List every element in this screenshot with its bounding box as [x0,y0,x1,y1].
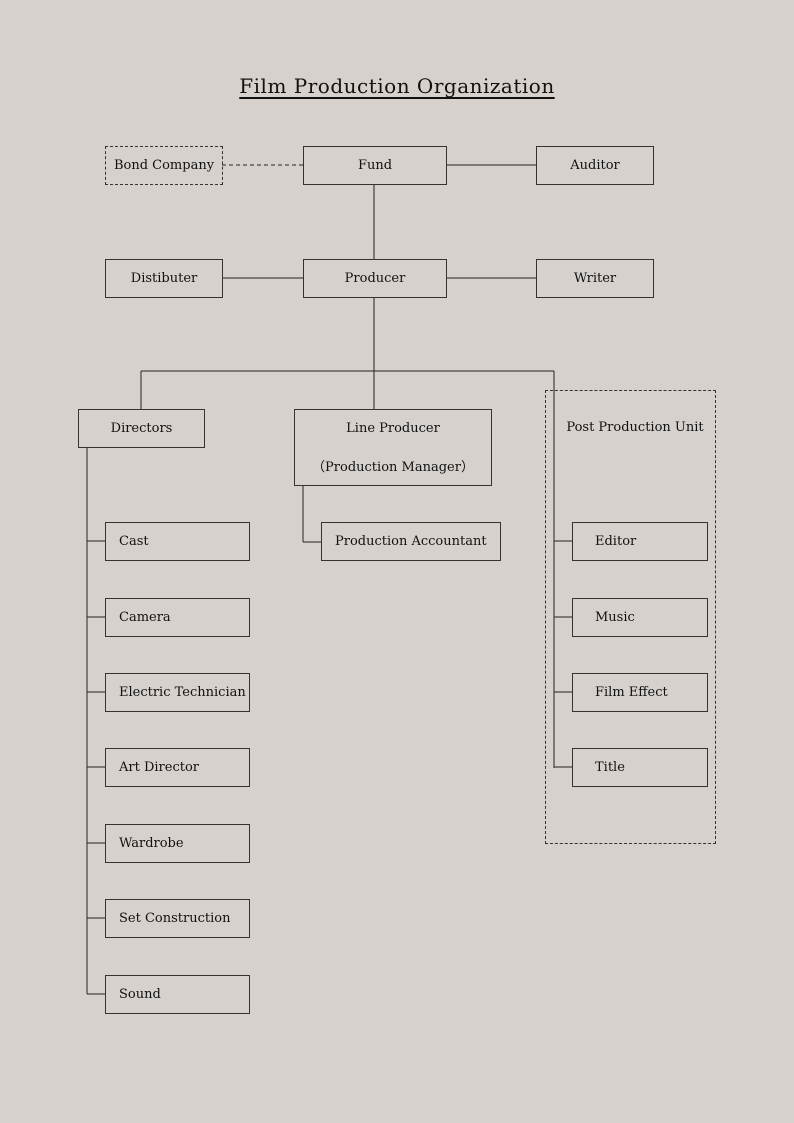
chart-title: Film Production Organization [239,74,555,98]
post-unit-label: Film Effect [595,685,668,700]
fund-box: Fund [303,146,447,185]
director-unit-electric-technician: Electric Technician [105,673,250,712]
line-producer-box: Line Producer （Production Manager） [294,409,492,486]
writer-box: Writer [536,259,654,298]
post-unit-film-effect: Film Effect [572,673,708,712]
distibuter-box: Distibuter [105,259,223,298]
director-unit-set-construction: Set Construction [105,899,250,938]
post-unit-label: Title [595,760,625,775]
director-unit-label: Art Director [119,760,199,775]
writer-label: Writer [573,271,617,286]
post-unit-music: Music [572,598,708,637]
director-unit-label: Wardrobe [119,836,184,851]
producer-box: Producer [303,259,447,298]
bond-company-box: Bond Company [105,146,223,185]
director-unit-label: Electric Technician [119,685,246,700]
director-unit-wardrobe: Wardrobe [105,824,250,863]
director-unit-label: Sound [119,987,161,1002]
director-unit-sound: Sound [105,975,250,1014]
director-unit-camera: Camera [105,598,250,637]
producer-label: Producer [344,271,406,286]
production-accountant-box: Production Accountant [321,522,501,561]
fund-label: Fund [357,158,393,173]
post-production-unit-label: Post Production Unit [566,420,704,435]
post-unit-label: Editor [595,534,637,549]
post-unit-label: Music [595,610,635,625]
distibuter-label: Distibuter [130,271,198,286]
post-unit-title: Title [572,748,708,787]
director-unit-art-director: Art Director [105,748,250,787]
auditor-label: Auditor [570,158,620,173]
director-unit-label: Cast [119,534,149,549]
bond-company-label: Bond Company [113,158,215,173]
director-unit-cast: Cast [105,522,250,561]
director-unit-label: Camera [119,610,171,625]
directors-label: Directors [110,421,173,436]
production-accountant-label: Production Accountant [335,534,487,549]
director-unit-label: Set Construction [119,911,231,926]
auditor-box: Auditor [536,146,654,185]
post-unit-editor: Editor [572,522,708,561]
post-production-unit-group [545,390,716,844]
line-producer-label: Line Producer [346,421,440,436]
production-manager-label: （Production Manager） [312,460,474,475]
directors-box: Directors [78,409,205,448]
